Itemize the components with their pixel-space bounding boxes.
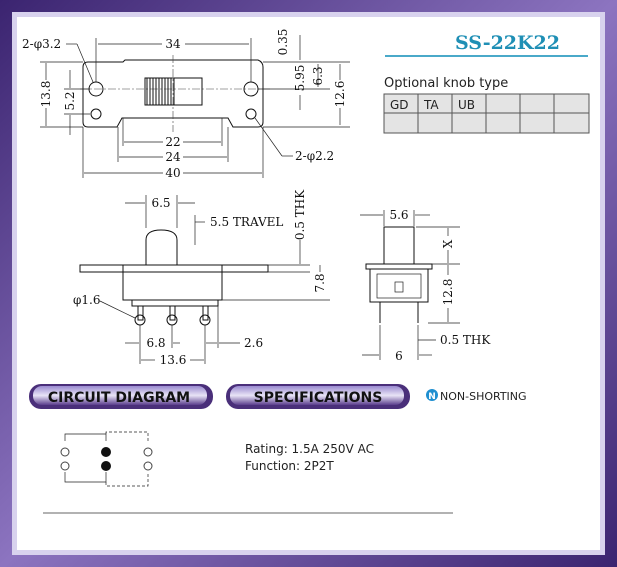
dim-34: 34 <box>165 37 181 51</box>
circuit-diagram-banner: CIRCUIT DIAGRAM <box>29 384 213 409</box>
dim-end-6: 6 <box>395 349 403 363</box>
knob-type-ub: UB <box>458 98 475 112</box>
spec-function: Function: 2P2T <box>245 459 334 473</box>
knob-type-ta: TA <box>423 98 439 112</box>
dim-end-5-6: 5.6 <box>389 208 408 222</box>
spec-rating: Rating: 1.5A 250V AC <box>245 442 374 456</box>
dim-pin-dia: φ1.6 <box>73 293 101 307</box>
non-shorting-icon <box>426 389 438 401</box>
dim-pitch: 6.8 <box>146 336 165 350</box>
specifications-banner: SPECIFICATIONS <box>226 384 410 409</box>
circuit-diagram-label: CIRCUIT DIAGRAM <box>48 390 190 406</box>
dim-holes-2-2: 2-φ2.2 <box>295 149 334 163</box>
knob-type-gd: GD <box>390 98 409 112</box>
dim-22: 22 <box>165 135 180 149</box>
dim-13-8: 13.8 <box>39 81 53 108</box>
dim-0-35: 0.35 <box>276 29 290 56</box>
dim-span: 13.6 <box>160 353 187 367</box>
dim-x: X <box>441 239 455 248</box>
knob-table: GD TA UB <box>383 93 590 134</box>
non-shorting-label: NON-SHORTING <box>440 390 527 403</box>
knob-table-caption: Optional knob type <box>384 76 508 91</box>
model-title: SS-22K22 <box>455 32 560 54</box>
specifications-label: SPECIFICATIONS <box>254 390 383 406</box>
dim-offset: 2.6 <box>244 336 263 350</box>
side-view: 6.5 5.5 TRAVEL 0.5 THK 7.8 φ1.6 6.8 13.6… <box>73 189 330 367</box>
dim-40: 40 <box>165 166 180 180</box>
dim-height-7-8: 7.8 <box>313 273 327 292</box>
top-view: 34 22 24 40 13.8 5.2 2-φ3.2 2-φ2.2 0.35 … <box>22 29 350 180</box>
dim-6-3: 6.3 <box>311 66 325 85</box>
dim-end-12-8: 12.8 <box>441 279 455 306</box>
dim-5-95: 5.95 <box>293 65 307 92</box>
dim-end-thk: 0.5 THK <box>440 333 491 347</box>
dim-12-6: 12.6 <box>333 81 347 108</box>
dim-thk: 0.5 THK <box>293 189 307 240</box>
non-shorting-icon-letter: N <box>428 392 436 402</box>
dim-5-2: 5.2 <box>63 91 77 110</box>
dim-24: 24 <box>165 150 181 164</box>
end-view: 5.6 X 12.8 0.5 THK 6 <box>360 208 491 363</box>
dim-travel: 5.5 TRAVEL <box>210 215 283 229</box>
dim-knob-6-5: 6.5 <box>151 196 170 210</box>
dim-holes-3-2: 2-φ3.2 <box>22 37 61 51</box>
circuit-diagram <box>60 431 153 487</box>
